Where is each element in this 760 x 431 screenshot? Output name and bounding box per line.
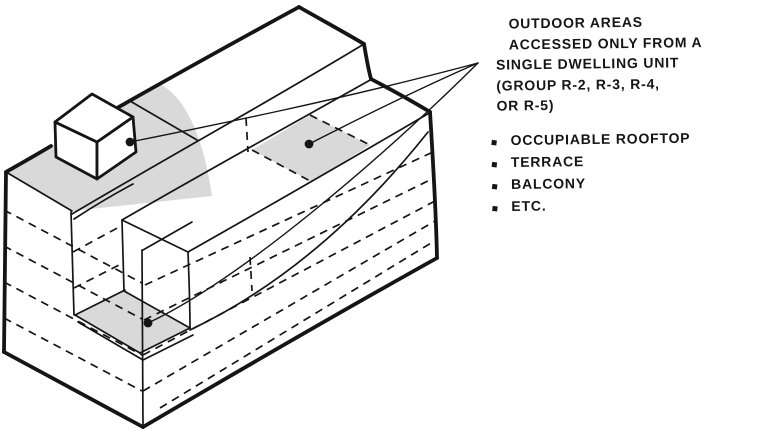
annotation-block: OUTDOOR AREAS ACCESSED ONLY FROM A SINGL… — [495, 10, 758, 116]
leader-lines — [125, 62, 479, 328]
annotation-line-5: OR R-5) — [496, 96, 555, 114]
bullet-item: ETC. — [492, 196, 691, 220]
leader-dot-courtyard — [143, 318, 153, 328]
roof-access-box — [53, 92, 138, 181]
leader-dot-upper-roof — [304, 139, 314, 149]
leader-line-upper-roof — [308, 62, 479, 145]
bullet-item: TERRACE — [491, 152, 691, 176]
building-outline-thick — [2, 5, 439, 429]
bullet-marker — [491, 161, 498, 168]
bullet-marker — [491, 139, 497, 146]
bullet-marker — [492, 205, 498, 212]
bullet-item: OCCUPIABLE ROOFTOP — [491, 130, 690, 154]
bullet-marker — [491, 183, 498, 190]
annotation-bullet-list: OCCUPIABLE ROOFTOP TERRACE BALCONY ETC. — [491, 130, 691, 220]
bullet-label: BALCONY — [511, 175, 587, 192]
bullet-item: BALCONY — [491, 174, 691, 198]
courtyard-terrace-shade — [75, 290, 190, 353]
building-edges-thin — [5, 43, 432, 428]
floor-lines-dashed — [3, 114, 437, 409]
roof-terrace-upper-shade — [252, 115, 370, 182]
bullet-label: OCCUPIABLE ROOFTOP — [510, 129, 691, 148]
bullet-label: ETC. — [511, 197, 547, 214]
leader-dot-left-roof — [125, 137, 135, 147]
bullet-label: TERRACE — [510, 153, 585, 170]
leader-line-courtyard — [147, 62, 479, 324]
leader-line-left-roof — [129, 62, 479, 143]
